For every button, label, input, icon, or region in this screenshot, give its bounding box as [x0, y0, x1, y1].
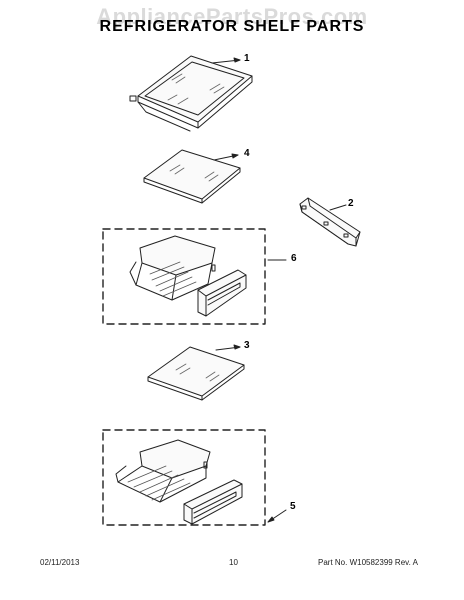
footer-part-number: Part No. W10582399 Rev. A	[318, 558, 418, 567]
callout-4: 4	[244, 148, 250, 159]
shelf-frame-part	[129, 55, 253, 132]
callout-5: 5	[290, 501, 296, 512]
glass-shelf-lower-part	[147, 346, 245, 401]
lower-drawer-group-box	[102, 429, 266, 526]
leader-line-2	[329, 204, 347, 211]
watermark-text: AppliancePartsPros.com	[96, 4, 368, 29]
upper-crisper-bin	[129, 235, 216, 301]
callout-3: 3	[244, 340, 250, 351]
glass-shelf-upper-part	[143, 149, 241, 204]
arrow-head-1	[233, 57, 241, 63]
upper-drawer-front	[197, 269, 247, 317]
arrow-head-5	[267, 516, 275, 523]
callout-6: 6	[291, 253, 297, 264]
upper-drawer-group-box	[102, 228, 266, 325]
arrow-head-3	[233, 344, 241, 350]
lower-crisper-bin	[115, 439, 211, 503]
bracket-part	[299, 197, 361, 247]
footer-date: 02/11/2013	[40, 558, 80, 567]
arrow-head-4	[231, 153, 239, 159]
lower-drawer-front	[183, 479, 243, 525]
page-title: REFRIGERATOR SHELF PARTS	[99, 18, 365, 35]
callout-2: 2	[348, 198, 354, 209]
callout-1: 1	[244, 53, 250, 64]
footer-page-number: 10	[229, 558, 238, 567]
